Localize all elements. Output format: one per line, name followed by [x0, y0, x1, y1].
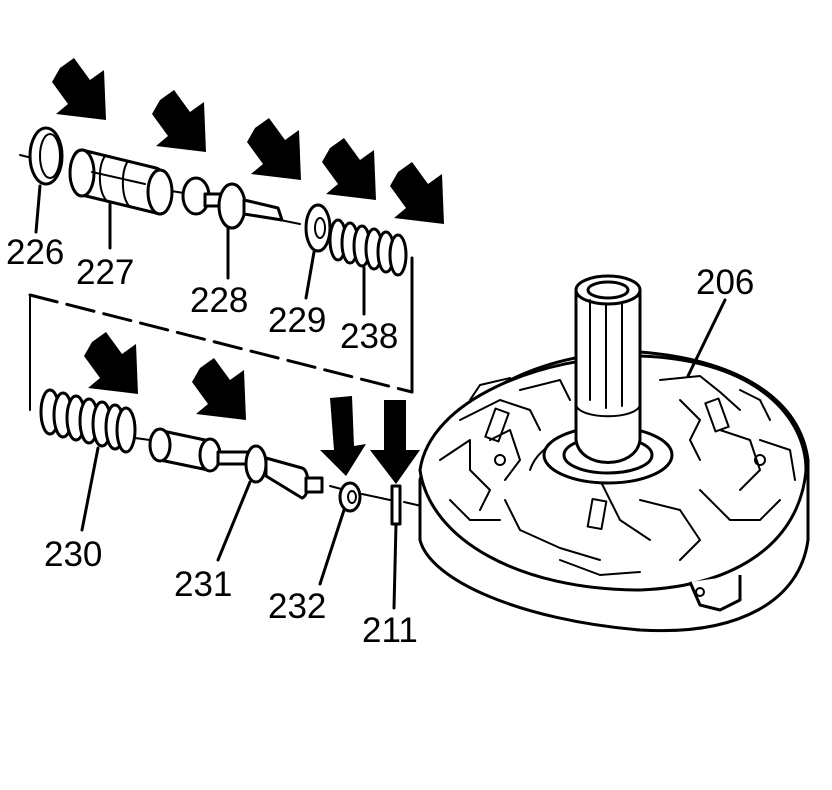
part-211-pin: [390, 484, 402, 610]
arrow-icon-230: [84, 332, 138, 394]
part-226-snap-ring: [28, 126, 64, 234]
callout-206: 206: [696, 263, 754, 302]
part-228-valve: [181, 176, 284, 280]
arrow-icon-238: [390, 162, 444, 224]
arrow-icon-231: [192, 358, 246, 420]
part-227-sleeve: [68, 148, 174, 250]
arrow-icon-211: [370, 400, 420, 484]
part-231-valve: [148, 427, 324, 562]
part-230-spring: [39, 388, 137, 532]
callout-231: 231: [174, 565, 232, 604]
callout-211: 211: [362, 611, 418, 650]
part-238-spring: [328, 218, 408, 316]
part-229-washer: [304, 203, 332, 300]
arrow-icon-232: [320, 396, 366, 476]
part-232-ring: [318, 481, 362, 586]
callout-226: 226: [6, 233, 64, 272]
callout-229: 229: [268, 301, 326, 340]
part-206-pump-body: [418, 274, 810, 633]
arrow-icon-227: [152, 90, 206, 152]
callout-230: 230: [44, 535, 102, 574]
callout-232: 232: [268, 587, 326, 626]
arrow-icon-229: [322, 138, 376, 200]
callout-227: 227: [76, 253, 134, 292]
arrow-icon-226: [52, 58, 106, 120]
callout-228: 228: [190, 281, 248, 320]
arrow-icon-228: [247, 118, 301, 180]
callout-238: 238: [340, 317, 398, 356]
